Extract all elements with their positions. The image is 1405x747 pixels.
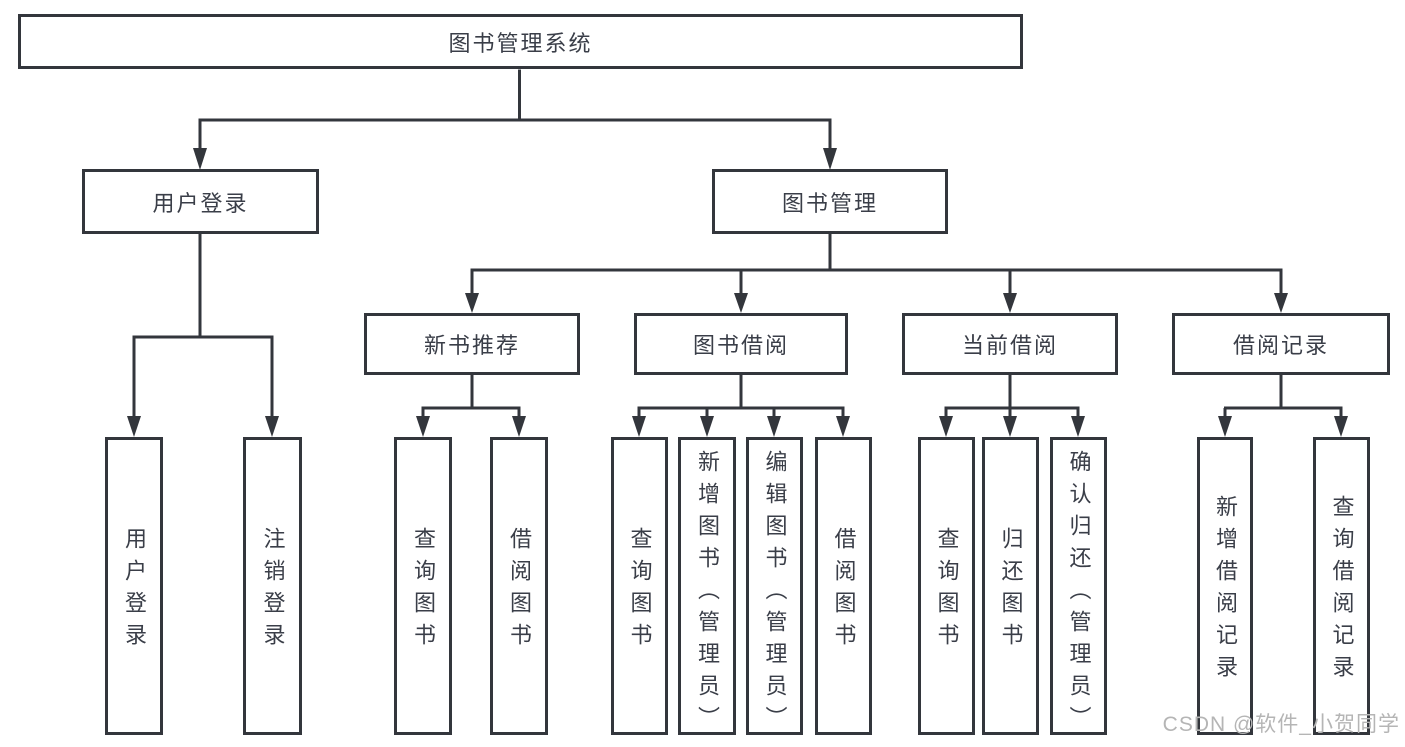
leaf-add-borrow-record: 新增借阅记录 bbox=[1197, 437, 1253, 735]
leaf-borrow-books-recommend: 借阅图书 bbox=[490, 437, 548, 735]
connector-new-book-recommend-split bbox=[416, 375, 526, 437]
node-user-login: 用户登录 bbox=[82, 169, 319, 234]
connector-book-borrow-split bbox=[632, 375, 850, 437]
leaf-borrow-books: 借阅图书 bbox=[815, 437, 872, 735]
node-book-management: 图书管理 bbox=[712, 169, 948, 234]
node-borrow-records: 借阅记录 bbox=[1172, 313, 1390, 375]
leaf-query-books-borrow: 查询图书 bbox=[611, 437, 668, 735]
leaf-logout: 注销登录 bbox=[243, 437, 302, 735]
connector-book-management-split bbox=[465, 233, 1288, 313]
watermark: CSDN @软件_小贺同学 bbox=[1162, 713, 1400, 736]
leaf-query-borrow-record: 查询借阅记录 bbox=[1313, 437, 1370, 735]
connector-borrow-records-split bbox=[1218, 375, 1348, 437]
connector-current-borrow-split bbox=[939, 375, 1085, 437]
connector-root-split bbox=[193, 69, 837, 170]
leaf-add-books-admin: 新增图书（管理员） bbox=[678, 437, 736, 738]
leaf-user-login: 用户登录 bbox=[105, 437, 163, 735]
node-library-system: 图书管理系统 bbox=[18, 14, 1023, 69]
leaf-query-books-current: 查询图书 bbox=[918, 437, 975, 735]
node-new-book-recommend: 新书推荐 bbox=[364, 313, 580, 375]
leaf-edit-books-admin: 编辑图书（管理员） bbox=[746, 437, 803, 738]
leaf-return-books: 归还图书 bbox=[982, 437, 1039, 735]
connector-user-login-split bbox=[127, 234, 279, 437]
node-book-borrow: 图书借阅 bbox=[634, 313, 848, 375]
leaf-confirm-return-admin: 确认归还（管理员） bbox=[1050, 437, 1107, 738]
node-current-borrow: 当前借阅 bbox=[902, 313, 1118, 375]
leaf-query-books-recommend: 查询图书 bbox=[394, 437, 452, 735]
